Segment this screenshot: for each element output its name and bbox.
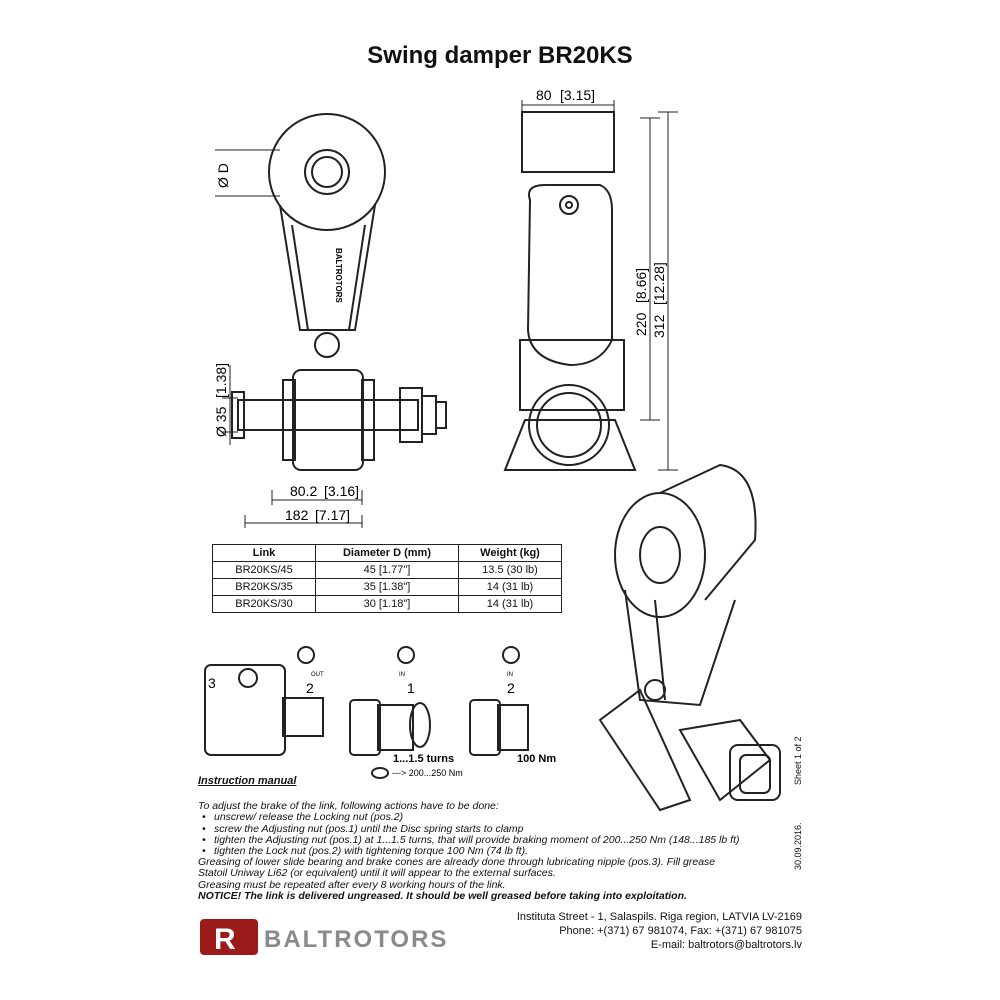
front-clamp	[292, 369, 364, 471]
grease-line: Greasing must be repeated after every 8 …	[198, 878, 506, 891]
front-eye-outer	[268, 113, 386, 231]
step2-rotation	[409, 702, 431, 748]
step1-body	[204, 664, 286, 756]
manual-steps: unscrew/ release the Locking nut (pos.2)…	[198, 812, 798, 857]
address: Instituta Street - 1, Salaspils. Riga re…	[516, 911, 802, 923]
table-header: Weight (kg)	[458, 544, 562, 562]
step-pos1: 1	[407, 680, 415, 696]
table-row: BR20KS/45 45 [1.77"] 13.5 (30 lb)	[212, 561, 562, 579]
sheet-number: Sheet 1 of 2	[793, 736, 803, 785]
page-title: Swing damper BR20KS	[367, 42, 633, 69]
step-torque: 100 Nm	[517, 753, 556, 765]
knob-in-label-2: IN	[507, 672, 513, 678]
dim-height-312-in: [12.28]	[651, 262, 667, 305]
dim-height-220-in: [8.66]	[633, 268, 649, 303]
dim-182: 182	[285, 507, 309, 523]
manual-step: tighten the Adjusting nut (pos.1) at 1..…	[214, 834, 798, 846]
dim-width-top: 80	[536, 87, 552, 103]
manual-step: screw the Adjusting nut (pos.1) until th…	[214, 823, 798, 835]
step-pos2b: 2	[507, 680, 515, 696]
knob-icon-out	[297, 646, 315, 664]
manual-intro: To adjust the brake of the link, followi…	[198, 800, 499, 813]
dim-height-312: 312	[651, 314, 667, 338]
table-cell: BR20KS/30	[212, 595, 316, 613]
disc-spring-icon	[371, 767, 389, 779]
table-row: BR20KS/35 35 [1.38"] 14 (31 lb)	[212, 578, 562, 596]
manual-step: unscrew/ release the Locking nut (pos.2)	[214, 812, 798, 823]
knob-out-label: OUT	[311, 672, 324, 678]
table-cell: 45 [1.77"]	[315, 561, 459, 579]
dim-80-2: 80.2	[290, 483, 317, 499]
dim-axle-dia-in: [1.38]	[213, 363, 229, 398]
step2-body	[349, 699, 381, 756]
contact-block: Instituta Street - 1, Salaspils. Riga re…	[517, 910, 802, 952]
table-cell: 30 [1.18"]	[315, 595, 459, 613]
step-turns: 1...1.5 turns	[393, 753, 454, 765]
phone-fax: Phone: +(371) 67 981074, Fax: +(371) 67 …	[559, 925, 802, 937]
instruction-manual: Instruction manual To adjust the brake o…	[198, 775, 798, 902]
knob-icon-in-1	[397, 646, 415, 664]
front-eye-inner	[304, 149, 350, 195]
table-cell: BR20KS/45	[212, 561, 316, 579]
table-cell: BR20KS/35	[212, 578, 316, 596]
table-cell: 14 (31 lb)	[458, 595, 562, 613]
grease-line: Statoil Uniway Li62 (or equivalent) unti…	[198, 867, 556, 880]
table-header-row: Link Diameter D (mm) Weight (kg)	[212, 544, 562, 562]
dim-height-220: 220	[633, 312, 649, 336]
dim-axle-dia: Ø 35	[213, 406, 229, 437]
arm-logo-text: BALTROTORS	[334, 248, 343, 303]
email: E-mail: baltrotors@baltrotors.lv	[650, 939, 802, 951]
table-header: Link	[212, 544, 316, 562]
spec-table: Link Diameter D (mm) Weight (kg) BR20KS/…	[212, 544, 562, 613]
iso-nipple	[644, 679, 666, 701]
manual-heading: Instruction manual	[198, 775, 297, 787]
dim-diameter-d: Ø D	[215, 163, 231, 188]
dim-182-in: [7.17]	[315, 507, 350, 523]
table-cell: 35 [1.38"]	[315, 578, 459, 596]
iso-arm	[624, 589, 736, 707]
step-torque-range: ---> 200...250 Nm	[392, 768, 463, 778]
step-pos3: 3	[208, 675, 216, 691]
iso-eye-body	[659, 463, 757, 601]
table-header: Diameter D (mm)	[315, 544, 459, 562]
grease-line: Greasing of lower slide bearing and brak…	[198, 856, 716, 869]
front-nipple	[314, 332, 340, 358]
document-date: 30.09.2016.	[793, 822, 803, 870]
dim-width-top-in: [3.15]	[560, 87, 595, 103]
side-axle	[528, 384, 610, 466]
notice-text: NOTICE! The link is delivered ungreased.…	[198, 889, 687, 902]
knob-in-label-1: IN	[399, 672, 405, 678]
dim-80-2-in: [3.16]	[324, 483, 359, 499]
step-pos2a: 2	[306, 680, 314, 696]
iso-eye-face	[614, 492, 706, 618]
logo-letter: R	[214, 923, 236, 956]
knob-icon-in-2	[502, 646, 520, 664]
logo-text: BALTROTORS	[264, 926, 448, 953]
iso-nut-stack	[729, 744, 781, 801]
side-arm	[526, 184, 613, 367]
table-cell: 13.5 (30 lb)	[458, 561, 562, 579]
manual-step: tighten the Lock nut (pos.2) with tighte…	[214, 845, 798, 857]
company-logo: R BALTROTORS	[200, 919, 448, 956]
side-top-block	[521, 111, 615, 173]
side-nipple	[559, 195, 579, 215]
front-arm	[279, 204, 376, 331]
front-axle	[237, 399, 419, 431]
table-cell: 14 (31 lb)	[458, 578, 562, 596]
step3-body	[469, 699, 501, 756]
table-row: BR20KS/30 30 [1.18"] 14 (31 lb)	[212, 595, 562, 613]
side-base	[503, 419, 637, 471]
